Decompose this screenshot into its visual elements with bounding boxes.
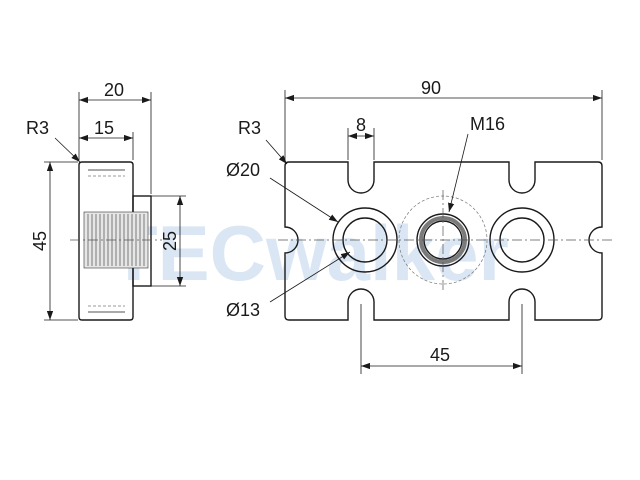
front-dim-90-label: 90	[421, 78, 441, 98]
front-dia13-leader	[269, 251, 351, 303]
side-r3-label: R3	[26, 118, 49, 138]
front-r3-leader	[265, 139, 288, 165]
side-dim-15-label: 15	[94, 118, 114, 138]
side-flange-outline	[78, 161, 134, 321]
front-dia20-label: Ø20	[226, 160, 260, 180]
side-dim-45-label: 45	[30, 231, 50, 251]
front-plate-outline	[284, 161, 603, 321]
side-dim-20-label: 20	[104, 80, 124, 100]
front-r3-label: R3	[238, 118, 261, 138]
front-m16-label: M16	[470, 114, 505, 134]
front-dia20-leader	[269, 177, 339, 223]
side-view: 20 15 R3 45 25	[26, 80, 186, 321]
front-dim-8-label: 8	[356, 115, 366, 135]
front-dim-45-label: 45	[430, 345, 450, 365]
front-m16-leader	[448, 133, 469, 213]
watermark: TECwalker	[110, 209, 509, 297]
front-view: 90 8 R3 M16 Ø20 Ø13 45	[226, 78, 612, 374]
front-dia13-label: Ø13	[226, 300, 260, 320]
side-r3-leader	[54, 137, 81, 163]
side-dim-25-label: 25	[160, 231, 180, 251]
